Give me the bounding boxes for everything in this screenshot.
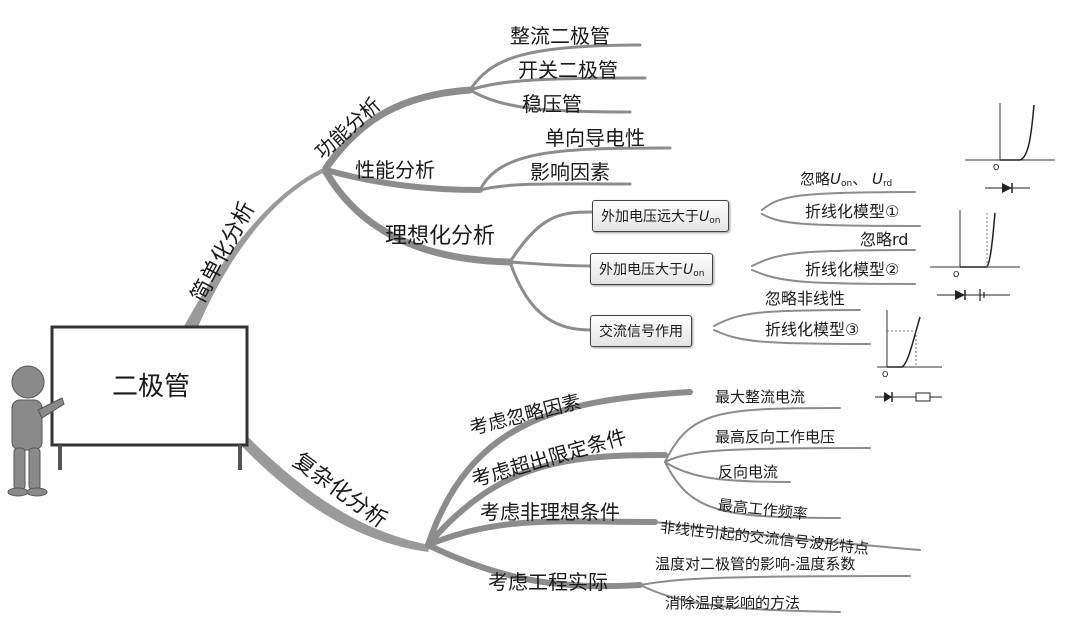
ignore-word: 忽略 xyxy=(800,170,831,188)
graph-1-origin: O xyxy=(993,163,999,172)
center-label: 二极管 xyxy=(112,372,191,402)
graph-2-origin: O xyxy=(953,270,959,279)
ideal-case-1-box: 外加电压远大于Uon xyxy=(592,200,730,232)
function-item-switch: 开关二极管 xyxy=(518,58,618,82)
graph-3-origin: O xyxy=(882,370,888,379)
ignore-a-var: U xyxy=(830,170,841,188)
ideal-case-3-box: 交流信号作用 xyxy=(590,315,692,347)
ideal-analysis-label: 理想化分析 xyxy=(385,224,496,249)
ideal-case-1-sub: on xyxy=(709,216,721,226)
ideal-case-2-sub: on xyxy=(693,269,705,279)
branch-simple-trunk xyxy=(182,165,330,332)
ideal-case-3-ignore: 忽略非线性 xyxy=(765,289,846,308)
engineering-label: 考虑工程实际 xyxy=(488,570,608,594)
limits-item-max-current: 最大整流电流 xyxy=(715,388,806,406)
ideal-case-2-model: 折线化模型② xyxy=(805,260,900,279)
limits-item-max-reverse-voltage: 最高反向工作电压 xyxy=(715,428,836,446)
branch-lines xyxy=(322,43,921,613)
model-3-graph: O xyxy=(872,305,947,410)
ideal-case-2-text: 外加电压大于 xyxy=(599,262,683,278)
model-2-graph: O xyxy=(925,205,1025,305)
ideal-case-3-model: 折线化模型③ xyxy=(765,320,860,339)
ideal-case-2-var: U xyxy=(683,262,694,278)
ideal-case-2-box: 外加电压大于Uon xyxy=(590,253,714,285)
function-item-zener: 稳压管 xyxy=(522,92,582,116)
performance-item-factors: 影响因素 xyxy=(530,160,610,184)
ideal-case-1-ignore: 忽略Uon、 Urd xyxy=(800,172,892,189)
ignore-b-var: U xyxy=(872,170,883,188)
ignore-sep: 、 xyxy=(852,170,868,188)
presenter-figure xyxy=(7,365,65,497)
center-board xyxy=(50,325,249,447)
ignore-b-sub: rd xyxy=(883,179,893,189)
performance-item-unidirectional: 单向导电性 xyxy=(545,126,645,150)
ignore-a-sub: on xyxy=(841,179,853,189)
performance-analysis-label: 性能分析 xyxy=(355,158,435,182)
function-item-rectifier: 整流二极管 xyxy=(510,24,610,48)
nonideal-label: 考虑非理想条件 xyxy=(480,500,620,524)
ideal-case-1-var: U xyxy=(699,209,710,225)
ideal-case-1-model: 折线化模型① xyxy=(805,202,900,221)
limits-item-reverse-current: 反向电流 xyxy=(718,463,779,481)
engineering-item-temp-coeff: 温度对二极管的影响-温度系数 xyxy=(655,555,856,573)
model-1-graph: O xyxy=(960,95,1060,205)
engineering-item-eliminate-temp: 消除温度影响的方法 xyxy=(665,594,801,612)
ideal-case-1-text: 外加电压远大于 xyxy=(601,209,699,225)
ideal-case-2-ignore: 忽略rd xyxy=(860,230,909,249)
